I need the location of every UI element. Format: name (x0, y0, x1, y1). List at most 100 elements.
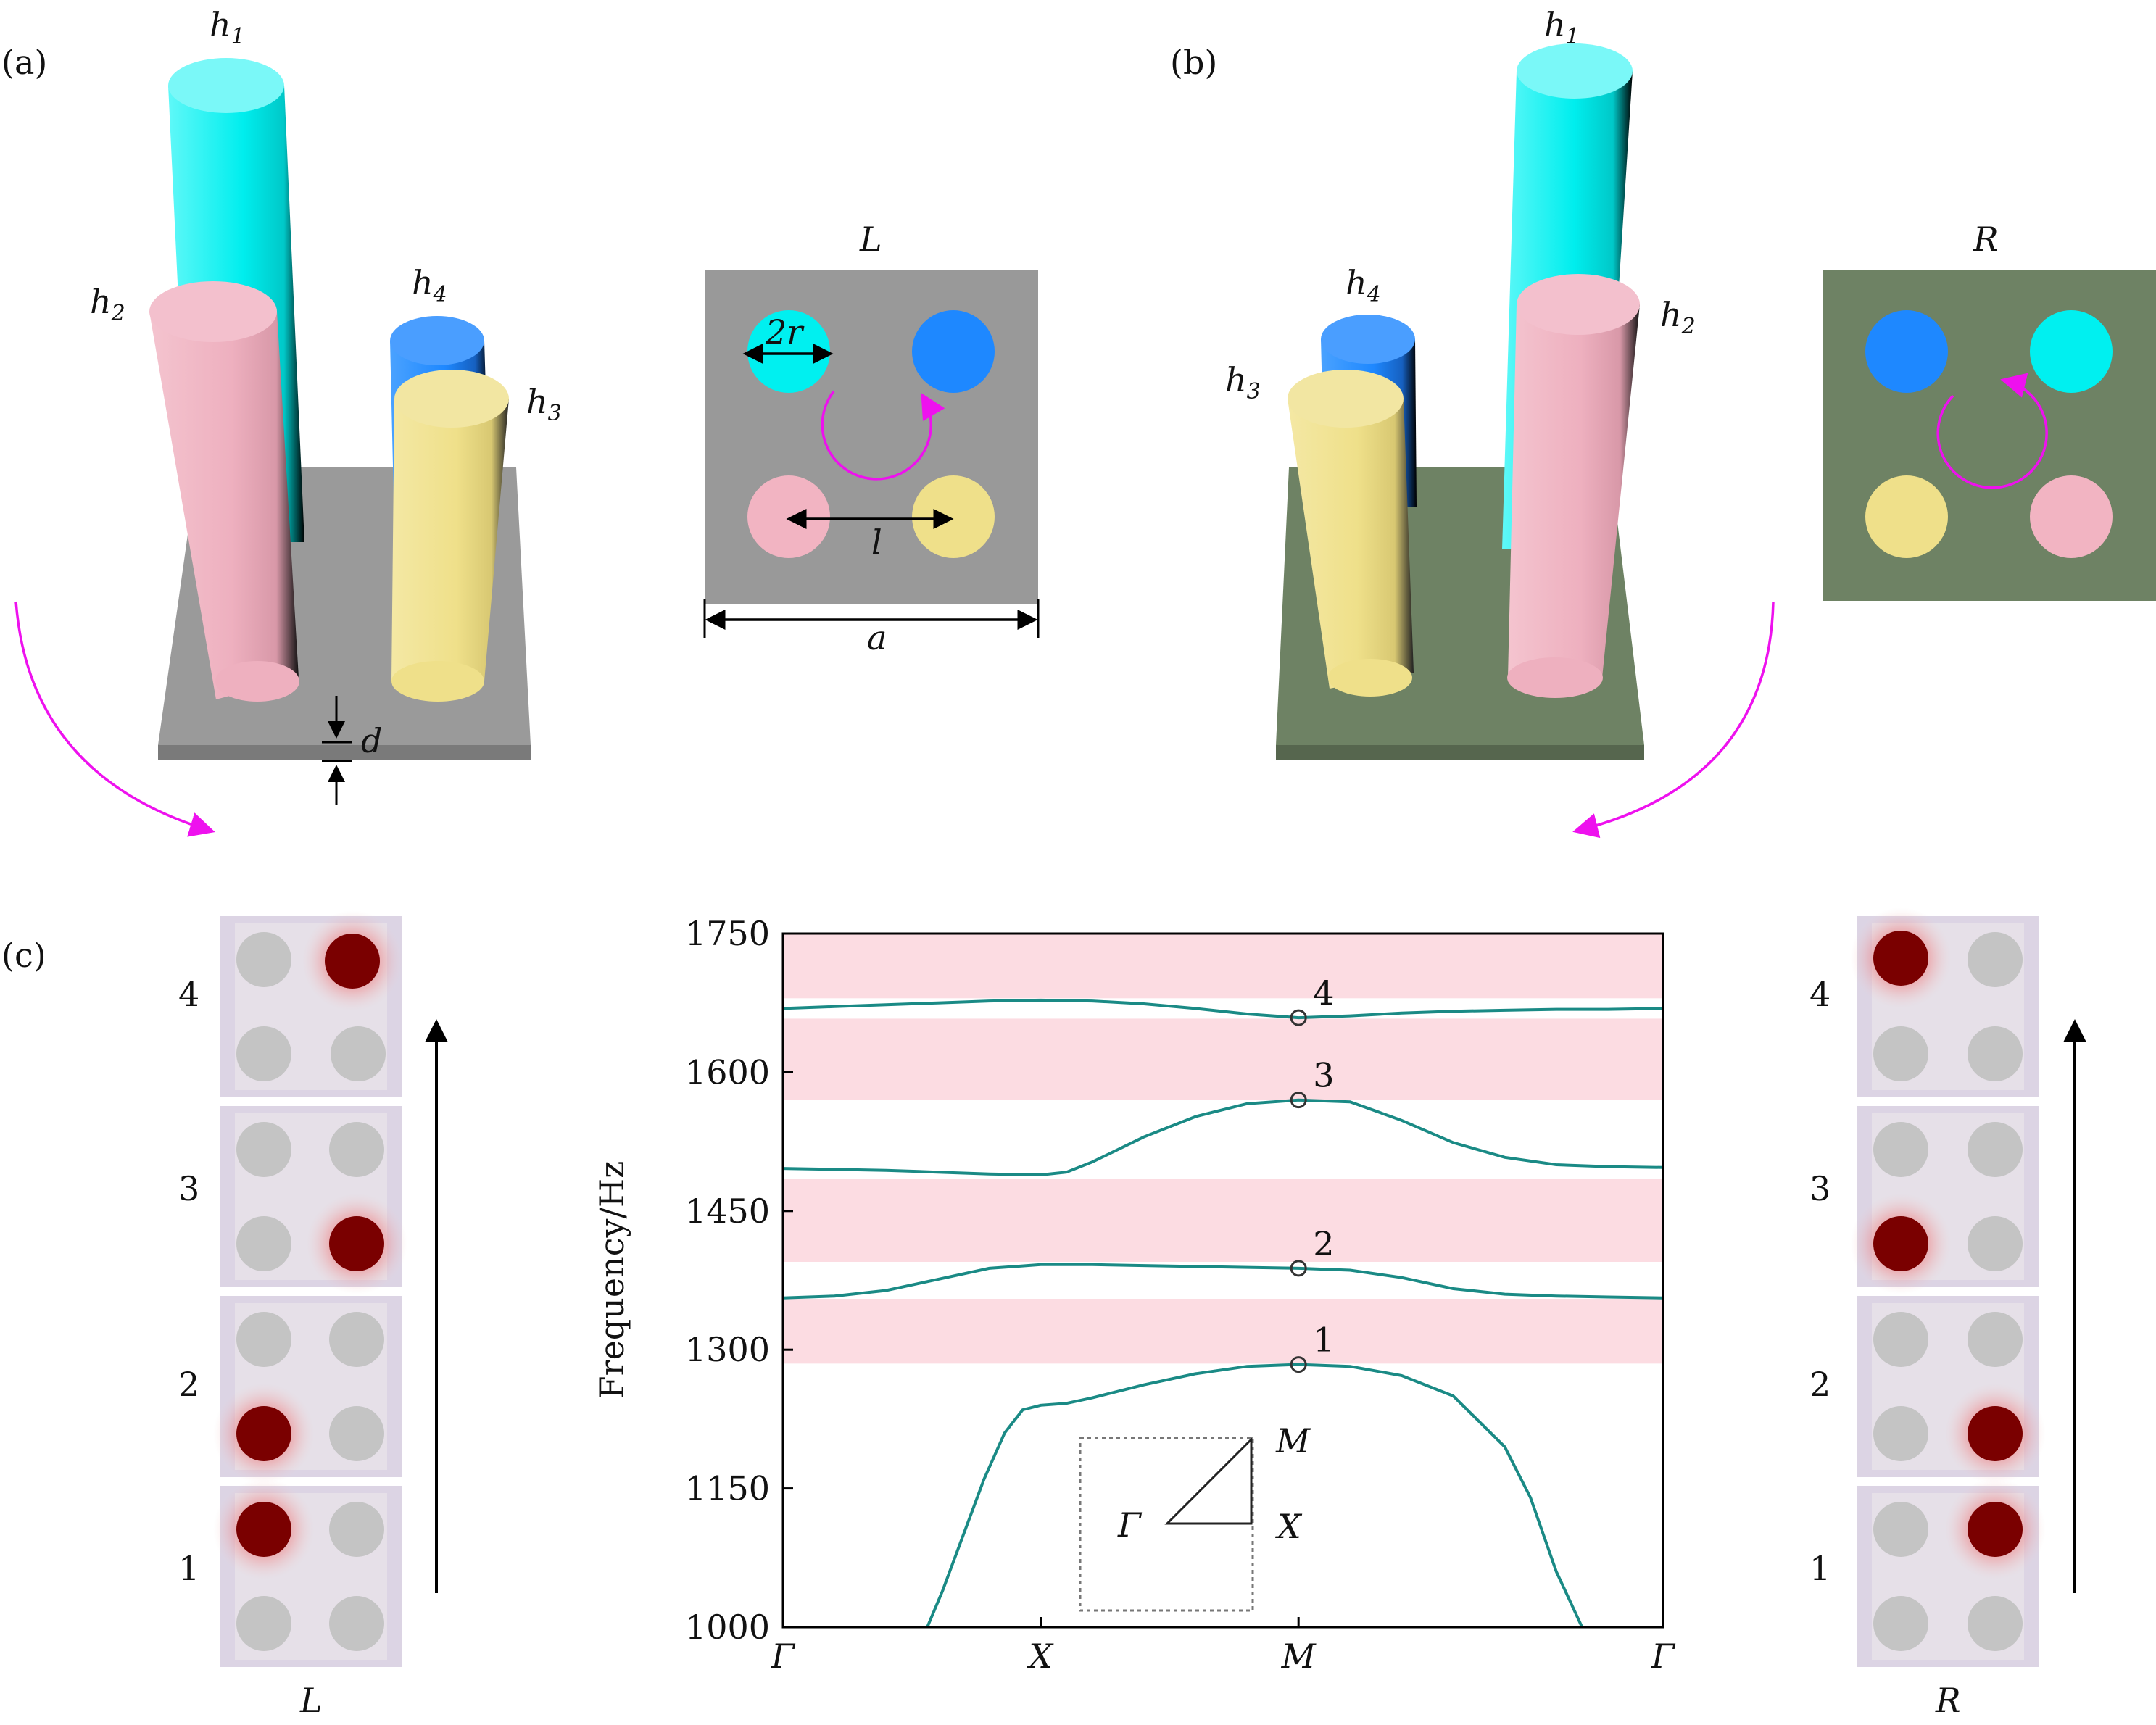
band-gap-4 (783, 934, 1663, 999)
mode-num-R-2: 2 (1809, 1365, 1830, 1404)
pillar-yellow-b (1288, 370, 1414, 697)
x-tick-label-2: M (1281, 1637, 1317, 1676)
label-h2-a: h2 (90, 282, 125, 326)
mode-num-R-1: 1 (1809, 1549, 1830, 1588)
rotation-arrow-b (1572, 601, 1775, 839)
rotation-indicator-L (821, 390, 945, 481)
y-ticks: 1000 1150 1300 1450 1600 1750 (685, 914, 793, 1647)
plot-frame (781, 932, 1664, 1629)
label-l: l (871, 523, 882, 562)
thickness-indicator (322, 696, 352, 805)
plate-L-edge (158, 745, 531, 760)
mode-tile-R-2 (1857, 1296, 2046, 1484)
inset-gamma: Γ (1117, 1505, 1143, 1545)
mode-num-L-3: 3 (178, 1169, 199, 1208)
y-tick-label-1450: 1450 (685, 1192, 770, 1231)
disk-pink-R (2030, 475, 2113, 558)
mode-tiles-L: 4 3 2 1 L (178, 910, 448, 1720)
y-tick-label-1000: 1000 (685, 1608, 770, 1647)
disk-yellow-R (1865, 475, 1948, 558)
mode-tile-R-3 (1850, 1106, 2039, 1294)
mode-marker-4 (1290, 1009, 1307, 1026)
mode-tile-R-4 (1850, 907, 2039, 1097)
label-h4-b: h4 (1346, 263, 1381, 307)
rotation-indicator-R (1936, 373, 2048, 489)
x-tick-label-1: X (1027, 1637, 1054, 1676)
band-3 (782, 1098, 1664, 1177)
label-h1-b: h1 (1544, 5, 1580, 49)
pillar-pink (149, 281, 299, 702)
label-h3-a: h3 (526, 382, 562, 426)
y-axis-label: Frequency/Hz (592, 1161, 631, 1400)
disk-pink-L (747, 475, 830, 558)
inset-x: X (1275, 1507, 1303, 1546)
inset-m: M (1275, 1421, 1311, 1460)
mode-num-R-4: 4 (1809, 975, 1830, 1014)
top-view-R: R (1823, 220, 2156, 601)
mode-num-R-3: 3 (1809, 1169, 1830, 1208)
band-4 (782, 998, 1664, 1020)
mode-marker-label-3: 3 (1313, 1056, 1334, 1095)
label-L-bottom: L (299, 1681, 323, 1720)
mode-marker-label-1: 1 (1313, 1321, 1334, 1360)
mode-markers: 1 2 3 4 (1290, 973, 1334, 1373)
disk-blue-L (912, 310, 995, 393)
pillar-yellow (391, 370, 509, 702)
label-L-top: L (859, 220, 882, 259)
label-R-bottom: R (1935, 1681, 1961, 1720)
top-view-L: L 2r l a (703, 220, 1040, 657)
band-gap-3 (783, 1018, 1663, 1100)
mode-tiles-R: 4 3 2 1 R (1809, 907, 2086, 1720)
plate-R-edge (1276, 745, 1644, 760)
mode-tile-R-1 (1857, 1479, 2046, 1667)
band-gap-2 (783, 1179, 1663, 1262)
brillouin-zone-inset: Γ X M (1079, 1421, 1311, 1612)
panel-b: (b) h1 h2 h3 h4 R (1170, 5, 2156, 839)
mode-marker-3 (1290, 1092, 1307, 1109)
band-gap-1 (783, 1299, 1663, 1364)
mode-marker-2 (1290, 1260, 1307, 1277)
band-1 (926, 1363, 1584, 1628)
mode-marker-label-2: 2 (1313, 1224, 1334, 1263)
label-h4-a: h4 (412, 263, 447, 307)
mode-num-L-2: 2 (178, 1365, 199, 1404)
label-R-top: R (1973, 220, 1999, 259)
disk-cyan-R (2030, 310, 2113, 393)
disk-yellow-L (912, 475, 995, 558)
label-h1-a: h1 (210, 5, 245, 49)
rotation-arrow-a (14, 601, 215, 837)
panel-b-tag: (b) (1170, 43, 1217, 82)
panel-a: (a) h1 h2 h3 h4 (1, 5, 1040, 837)
y-tick-label-1300: 1300 (685, 1330, 770, 1369)
band-structure-chart: 1 2 3 4 1000 1150 1300 1450 1600 1750 Γ X M Γ Frequ… (592, 914, 1676, 1676)
label-2r: 2r (765, 312, 805, 352)
mode-marker-label-4: 4 (1313, 973, 1334, 1013)
x-tick-label-0: Γ (771, 1637, 796, 1676)
pillar-pink-b (1507, 274, 1640, 698)
band-2 (782, 1263, 1664, 1300)
panel-a-tag: (a) (1, 43, 47, 82)
panel-c: (c) (1, 907, 2086, 1720)
y-tick-label-1150: 1150 (685, 1469, 770, 1508)
y-tick-label-1750: 1750 (685, 914, 770, 953)
mode-tile-L-2 (213, 1296, 402, 1484)
mode-num-L-1: 1 (178, 1549, 199, 1588)
label-h2-b: h2 (1660, 295, 1696, 339)
plate-top-R (1823, 270, 2156, 601)
panel-c-tag: (c) (1, 936, 46, 975)
disk-blue-R (1865, 310, 1948, 393)
label-h3-b: h3 (1225, 360, 1261, 404)
mode-tile-L-4 (220, 910, 403, 1097)
mode-tile-L-1 (213, 1479, 402, 1667)
label-a: a (867, 618, 887, 657)
mode-marker-1 (1290, 1356, 1307, 1373)
mode-tile-L-3 (220, 1106, 407, 1294)
band-gaps (783, 934, 1663, 1364)
y-tick-label-1600: 1600 (685, 1052, 770, 1092)
band-curves (782, 998, 1664, 1628)
mode-num-L-4: 4 (178, 975, 199, 1014)
x-tick-label-3: Γ (1651, 1637, 1676, 1676)
label-d: d (361, 721, 382, 760)
